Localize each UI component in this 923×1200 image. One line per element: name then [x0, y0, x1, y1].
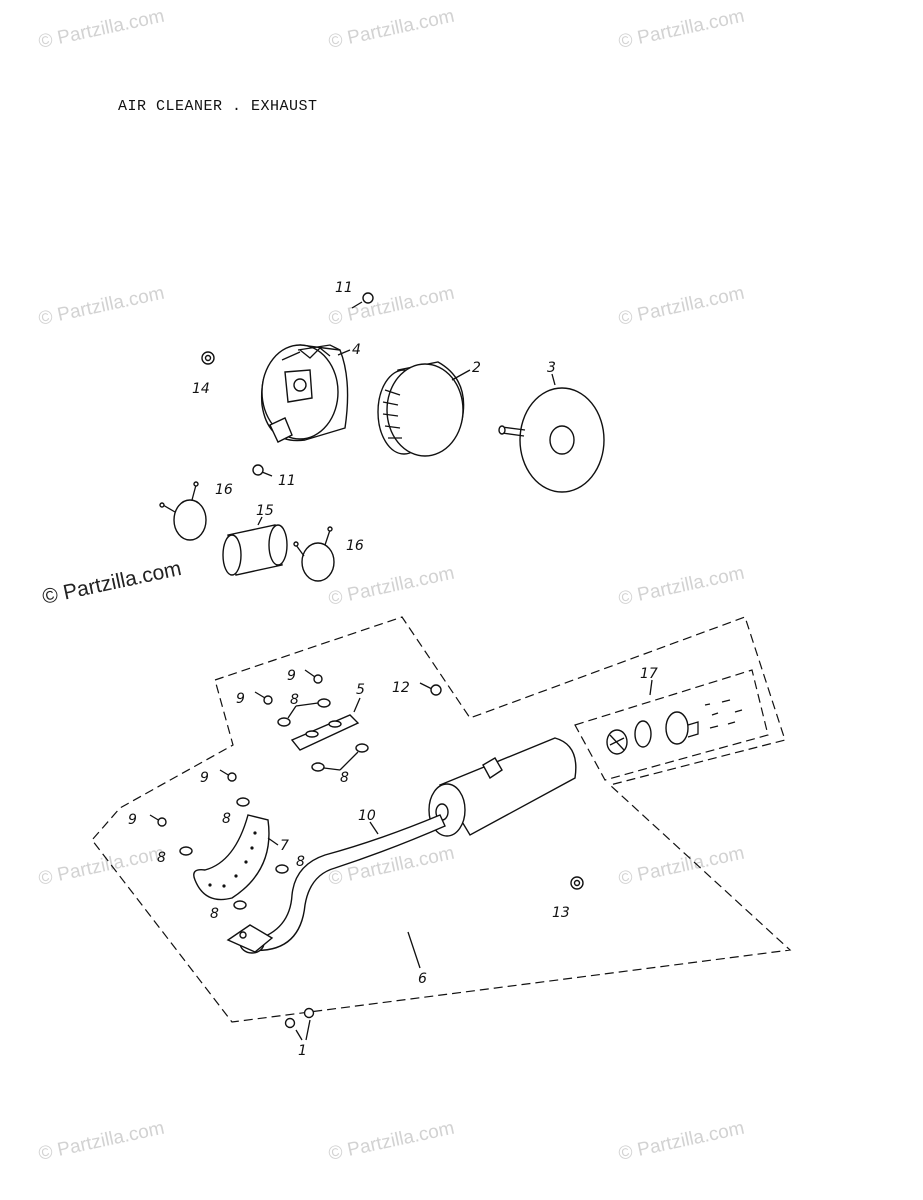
leader-7: [267, 837, 279, 846]
watermark: © Partzilla.com: [617, 283, 747, 330]
page-title: AIR CLEANER . EXHAUST: [118, 98, 318, 115]
spark-arrestor-kit[interactable]: [574, 669, 769, 781]
washer-8-c[interactable]: [236, 797, 250, 807]
callout-9-d: 9: [128, 812, 137, 828]
washer-8-d[interactable]: [179, 846, 193, 856]
leader-5: [353, 697, 361, 713]
callout-12: 12: [392, 680, 410, 696]
washer-8-a[interactable]: [277, 698, 331, 727]
heat-guard-7[interactable]: [193, 814, 270, 901]
air-cleaner-case[interactable]: [260, 344, 349, 443]
nut-13[interactable]: [570, 876, 584, 890]
watermark: © Partzilla.com: [37, 6, 167, 53]
watermark: © Partzilla.com: [617, 843, 747, 890]
leader-17: [649, 679, 653, 696]
filter-element[interactable]: [377, 361, 465, 457]
callout-3: 3: [547, 360, 556, 376]
leader-15: [257, 516, 263, 526]
callout-16-left: 16: [215, 482, 233, 498]
callout-2: 2: [472, 360, 481, 376]
nut-14[interactable]: [201, 351, 215, 365]
callout-17: 17: [640, 666, 658, 682]
washer-8-f[interactable]: [233, 900, 247, 910]
callout-8-e: 8: [296, 854, 305, 870]
callout-9-b: 9: [236, 691, 245, 707]
washer-8-b[interactable]: [311, 743, 369, 772]
nut-1[interactable]: [284, 1007, 315, 1041]
callout-5: 5: [356, 682, 365, 698]
watermark: © Partzilla.com: [37, 1118, 167, 1165]
callout-8-d: 8: [157, 850, 166, 866]
callout-11-lower: 11: [278, 473, 296, 489]
washer-8-e[interactable]: [275, 864, 289, 874]
watermark-strong: © Partzilla.com: [40, 557, 183, 609]
leader-3: [551, 373, 556, 386]
leader-4: [337, 349, 351, 356]
hose-clamp-16-right[interactable]: [293, 526, 335, 582]
leader-10: [369, 821, 379, 835]
watermark: © Partzilla.com: [617, 6, 747, 53]
intake-tube[interactable]: [222, 524, 288, 576]
leader-6: [407, 931, 421, 969]
exhaust-group-outline: [91, 616, 792, 1023]
watermark: © Partzilla.com: [617, 1118, 747, 1165]
back-plate[interactable]: [498, 387, 605, 493]
bolt-11-lower[interactable]: [252, 464, 273, 477]
bolt-12[interactable]: [419, 682, 442, 696]
watermark: © Partzilla.com: [617, 563, 747, 610]
watermark: © Partzilla.com: [327, 1118, 457, 1165]
muffler-assembly[interactable]: [226, 737, 577, 954]
callout-15: 15: [256, 503, 274, 519]
bolt-9-b[interactable]: [254, 691, 273, 705]
callout-11-top: 11: [335, 280, 353, 296]
callout-8-b: 8: [340, 770, 349, 786]
bolt-11-top[interactable]: [351, 292, 374, 309]
callout-9-a: 9: [287, 668, 296, 684]
bolt-9-c[interactable]: [219, 769, 237, 782]
callout-6: 6: [418, 971, 427, 987]
hose-clamp-16-left[interactable]: [159, 481, 207, 541]
callout-8-a: 8: [290, 692, 299, 708]
watermark: © Partzilla.com: [37, 283, 167, 330]
bolt-9-a[interactable]: [304, 669, 323, 684]
callout-8-f: 8: [210, 906, 219, 922]
callout-4: 4: [352, 342, 361, 358]
callout-14: 14: [192, 381, 210, 397]
callout-1: 1: [298, 1043, 307, 1059]
callout-10: 10: [358, 808, 376, 824]
callout-9-c: 9: [200, 770, 209, 786]
callout-16-right: 16: [346, 538, 364, 554]
watermark: © Partzilla.com: [37, 843, 167, 890]
callout-7: 7: [280, 838, 289, 854]
watermark: © Partzilla.com: [327, 6, 457, 53]
bolt-9-d[interactable]: [149, 814, 167, 827]
watermark: © Partzilla.com: [327, 563, 457, 610]
leader-2: [451, 369, 471, 381]
callout-13: 13: [552, 905, 570, 921]
callout-8-c: 8: [222, 811, 231, 827]
bracket-5[interactable]: [290, 714, 360, 751]
